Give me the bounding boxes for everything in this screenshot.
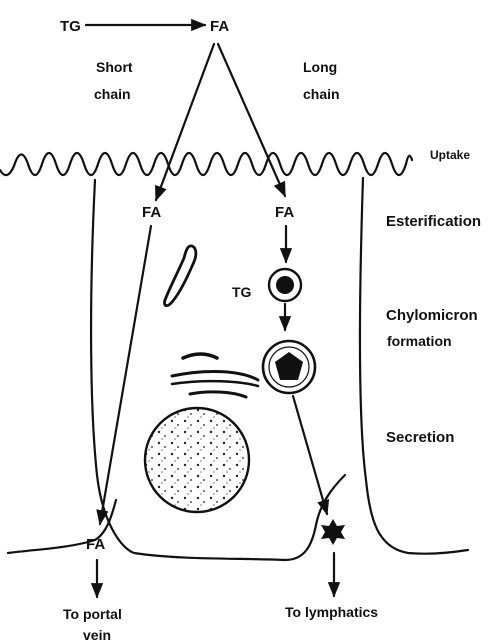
output-lymphatics-label: To lymphatics: [285, 604, 378, 620]
adjacent-cell-membrane-right: [285, 475, 345, 560]
long-chain-label-line1: Long: [303, 59, 337, 75]
long-chain-label-line2: chain: [303, 86, 340, 102]
stage-secretion-label: Secretion: [386, 429, 454, 446]
short-chain-fa-arrow: [156, 44, 214, 200]
endoplasmic-reticulum-icon: [164, 246, 195, 306]
cell-fa-left-label: FA: [142, 204, 161, 221]
nucleus-icon: [145, 408, 249, 512]
cell-membrane-right: [360, 178, 468, 554]
secreted-chylomicron-icon: [321, 519, 345, 545]
secretion-arrow: [293, 396, 327, 514]
stage-chylomicron-label-line1: Chylomicron: [386, 307, 478, 324]
stage-chylomicron-label-line2: formation: [387, 333, 452, 349]
golgi-apparatus-icon: [172, 354, 258, 397]
stage-esterification-label: Esterification: [386, 213, 481, 230]
stage-uptake-label: Uptake: [430, 148, 470, 162]
tg-droplet-icon: [269, 269, 301, 301]
short-chain-label-line2: chain: [94, 86, 131, 102]
microvilli-border: [0, 153, 412, 175]
cell-fa-right-label: FA: [275, 204, 294, 221]
cell-fa-bottom-label: FA: [86, 536, 105, 553]
cell-tg-label: TG: [232, 284, 252, 300]
output-portal-vein-label-line2: vein: [83, 627, 111, 643]
short-chain-transit-arrow: [100, 226, 151, 524]
output-portal-vein-label-line1: To portal: [63, 606, 122, 622]
top-fa-label: FA: [210, 18, 229, 35]
short-chain-label-line1: Short: [96, 59, 133, 75]
top-tg-label: TG: [60, 18, 81, 35]
chylomicron-icon: [263, 341, 315, 393]
